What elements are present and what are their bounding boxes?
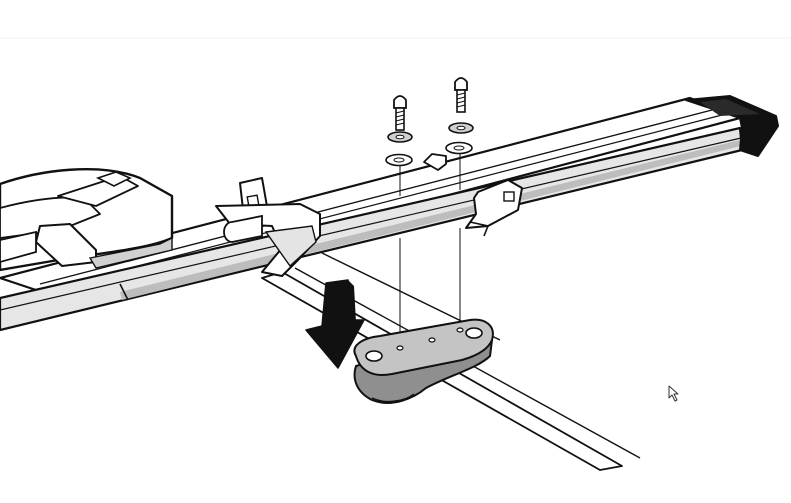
- flat-washer-right: [445, 141, 473, 155]
- toothed-lock-washer-left: [387, 131, 413, 143]
- flat-washer-left: [385, 153, 413, 167]
- installation-arrow: [305, 279, 365, 369]
- rear-strap: [465, 179, 523, 237]
- bolt-right: [454, 77, 468, 113]
- alignment-lines: [399, 154, 461, 344]
- frame-clamp-strap: [215, 177, 321, 277]
- front-wheel-holder: [0, 167, 174, 272]
- rail-end-cap: [685, 95, 779, 157]
- rail-tab: [423, 153, 447, 171]
- bolt-left: [393, 95, 407, 131]
- toothed-lock-washer-right: [448, 122, 474, 134]
- mouse-cursor-icon: [668, 385, 679, 402]
- mounting-bracket: [353, 318, 494, 404]
